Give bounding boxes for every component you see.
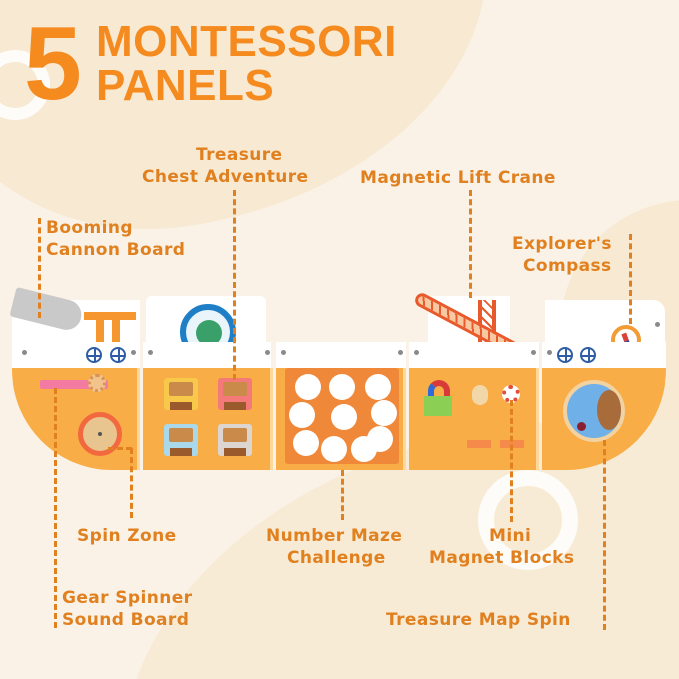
porthole-icon bbox=[86, 347, 102, 363]
number-maze-board[interactable] bbox=[285, 368, 399, 464]
label-treasure-chest-line1: Treasure bbox=[196, 145, 283, 165]
title-line-2: PANELS bbox=[96, 61, 275, 110]
title-number: 5 bbox=[24, 6, 82, 122]
leader-line bbox=[469, 190, 472, 298]
label-treasure-map: Treasure Map Spin bbox=[386, 610, 571, 630]
maze-spot bbox=[329, 374, 355, 400]
maze-spot bbox=[367, 426, 393, 452]
treasure-map-wheel[interactable] bbox=[563, 380, 625, 442]
chest-yellow[interactable] bbox=[164, 378, 198, 410]
maze-spot bbox=[293, 430, 319, 456]
label-spin-zone: Spin Zone bbox=[77, 526, 177, 546]
porthole-icon bbox=[557, 347, 573, 363]
label-compass-line2: Compass bbox=[523, 256, 612, 276]
porthole-icon bbox=[110, 347, 126, 363]
rivet bbox=[531, 350, 536, 355]
leader-line bbox=[130, 448, 133, 518]
rivet bbox=[414, 350, 419, 355]
bar-block[interactable] bbox=[467, 440, 491, 448]
rivet bbox=[265, 350, 270, 355]
rivet bbox=[22, 350, 27, 355]
maze-spot bbox=[289, 402, 315, 428]
leader-line bbox=[38, 218, 41, 318]
rivet bbox=[281, 350, 286, 355]
rivet bbox=[655, 322, 660, 327]
compass-cabin bbox=[545, 300, 665, 344]
maze-spot bbox=[321, 436, 347, 462]
label-cannon-line2: Cannon Board bbox=[46, 240, 186, 260]
leader-line bbox=[629, 234, 632, 324]
leader-line bbox=[341, 470, 344, 520]
leader-line bbox=[54, 388, 57, 628]
chest-pink[interactable] bbox=[218, 378, 252, 410]
rivet bbox=[131, 350, 136, 355]
leader-line bbox=[510, 400, 513, 522]
label-number-maze-line2: Challenge bbox=[287, 548, 386, 568]
rivet bbox=[547, 350, 552, 355]
label-compass-line1: Explorer's bbox=[512, 234, 612, 254]
label-magnet-line2: Magnet Blocks bbox=[429, 548, 575, 568]
label-number-maze-line1: Number Maze bbox=[266, 526, 403, 546]
leader-line bbox=[603, 440, 606, 630]
chest-grey[interactable] bbox=[218, 424, 252, 456]
pink-lever[interactable] bbox=[40, 380, 108, 389]
leader-line bbox=[233, 190, 236, 380]
horseshoe-magnet-icon[interactable] bbox=[428, 380, 450, 398]
maze-spot bbox=[331, 404, 357, 430]
rivet bbox=[148, 350, 153, 355]
gear-icon[interactable] bbox=[88, 374, 106, 392]
rivet bbox=[398, 350, 403, 355]
label-cannon-line1: Booming bbox=[46, 218, 133, 238]
anchor-block[interactable] bbox=[472, 385, 488, 405]
maze-spot bbox=[295, 374, 321, 400]
maze-spot bbox=[371, 400, 397, 426]
chest-blue[interactable] bbox=[164, 424, 198, 456]
maze-spot bbox=[365, 374, 391, 400]
label-magnetic-crane: Magnetic Lift Crane bbox=[360, 168, 556, 188]
label-gear-spinner-line1: Gear Spinner bbox=[62, 588, 193, 608]
label-magnet-line1: Mini bbox=[489, 526, 532, 546]
title-line-1: MONTESSORI bbox=[96, 17, 397, 66]
chimney-icon bbox=[84, 312, 136, 342]
leader-line bbox=[108, 447, 132, 450]
spin-wheel[interactable] bbox=[78, 412, 122, 456]
magnet-block-green[interactable] bbox=[424, 396, 452, 416]
panel-magnet-blocks[interactable] bbox=[409, 368, 539, 470]
label-gear-spinner-line2: Sound Board bbox=[62, 610, 190, 630]
panel-treasure-chest[interactable] bbox=[143, 368, 273, 470]
porthole-icon bbox=[580, 347, 596, 363]
label-treasure-chest-line2: Chest Adventure bbox=[142, 167, 309, 187]
